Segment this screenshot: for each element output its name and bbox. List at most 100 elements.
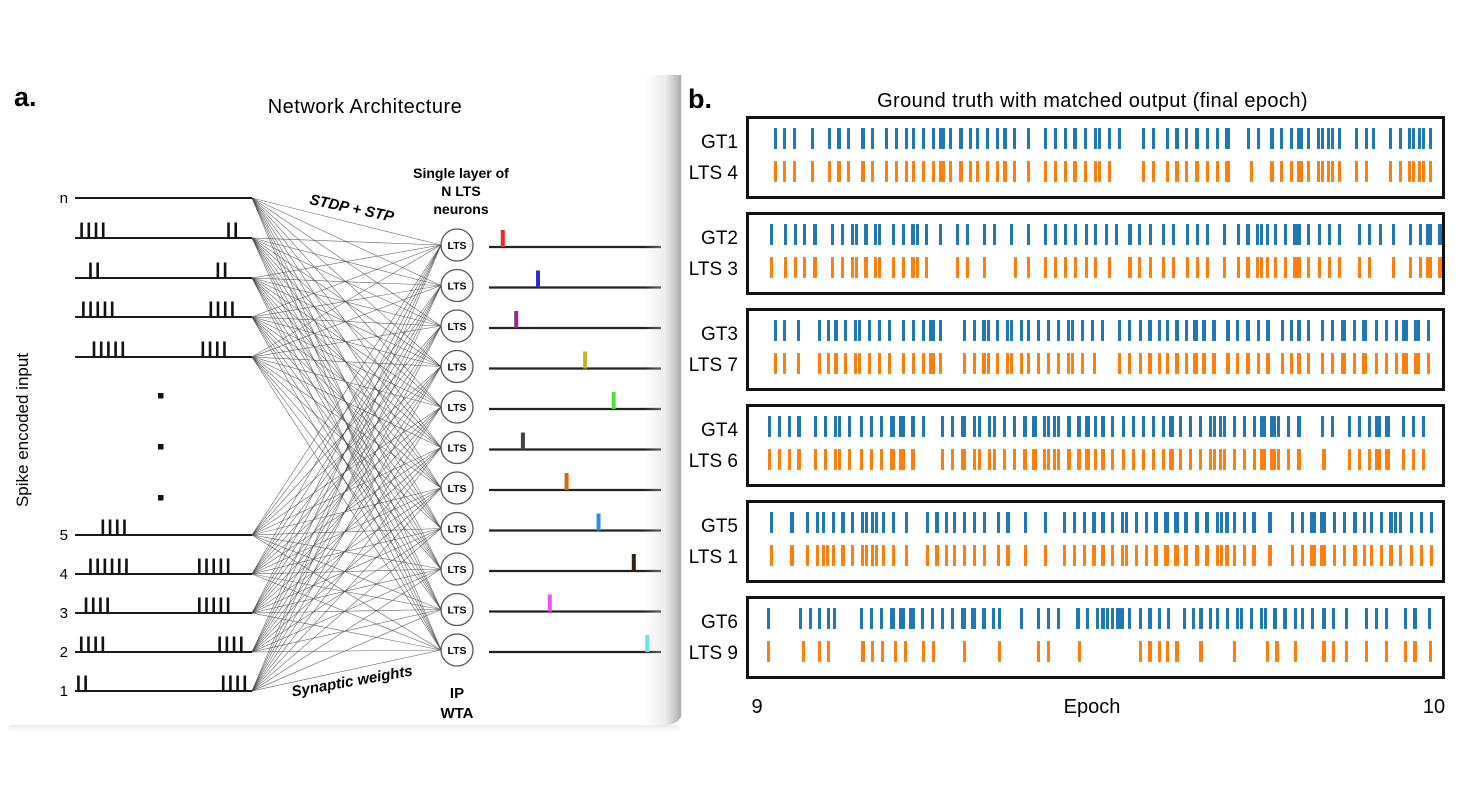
lts-spike	[1013, 161, 1017, 182]
mesh-line	[251, 277, 442, 651]
gt-spike	[972, 608, 976, 629]
mesh-line	[251, 244, 442, 653]
gt-spike	[1043, 416, 1047, 437]
lts-neuron	[440, 552, 474, 586]
lts-spike	[797, 449, 801, 470]
lts-spike	[1243, 449, 1247, 470]
gt-spike	[1412, 416, 1416, 437]
lts-spike	[1233, 545, 1237, 566]
gt-spike	[1343, 512, 1347, 533]
gt-spike	[1185, 128, 1189, 149]
gt-spike	[911, 320, 915, 341]
gt-spike	[1215, 128, 1219, 149]
lts-spike	[1212, 449, 1217, 470]
lts-spike	[921, 161, 926, 182]
gt-spike	[1363, 320, 1367, 341]
gt-spike	[1252, 416, 1256, 437]
gt-spike	[1195, 224, 1199, 245]
gt-spike	[1141, 416, 1146, 437]
gt-spike	[995, 128, 1000, 149]
gt-spike	[1036, 320, 1040, 341]
mesh-line	[251, 487, 442, 614]
lts-spike	[1256, 353, 1260, 374]
mesh-line	[251, 649, 442, 692]
gt-spike	[1417, 320, 1421, 341]
lts-neuron	[440, 592, 474, 627]
input-spike	[223, 341, 226, 357]
output-spike	[583, 351, 588, 369]
gt-spike	[1290, 128, 1294, 149]
gt-spike	[987, 416, 991, 437]
input-spike	[205, 597, 208, 613]
lts-spike	[1265, 641, 1269, 662]
gt-spike	[879, 608, 883, 629]
mesh-line	[251, 406, 442, 536]
lts-spike	[1023, 449, 1027, 470]
gt-spike	[1053, 416, 1057, 437]
gt-spike	[982, 512, 986, 533]
lts-spike	[1074, 161, 1078, 182]
lts-spike	[871, 161, 875, 182]
lts-spike	[1202, 353, 1206, 374]
lts-spike	[1286, 449, 1291, 470]
gt-spike	[1256, 224, 1260, 245]
lts-spike	[938, 353, 942, 374]
lts-spike	[1066, 353, 1071, 374]
gt-spike	[1283, 224, 1287, 245]
gt-spike	[1175, 512, 1179, 533]
gt-spike	[833, 608, 837, 629]
gt-spike	[817, 320, 821, 341]
gt-spike	[996, 512, 1000, 533]
gt-spike	[1074, 224, 1078, 245]
y-axis-label: Spike encoded input	[13, 353, 32, 507]
lts-spike	[1121, 545, 1125, 566]
gt-spike	[1182, 608, 1186, 629]
gt-spike	[1003, 128, 1007, 149]
lts-spike	[1071, 353, 1075, 374]
lts-spike	[1222, 449, 1226, 470]
lts-spike	[1037, 641, 1041, 662]
lts-spike	[879, 449, 883, 470]
gt-spike	[1158, 320, 1162, 341]
lts-spike	[1196, 161, 1200, 182]
mesh-line	[251, 277, 442, 570]
gt-spike	[1202, 320, 1206, 341]
gt-spike	[1006, 320, 1010, 341]
gt-spike	[1322, 512, 1326, 533]
lts-spike	[902, 353, 906, 374]
gt-spike	[1262, 416, 1266, 437]
gt-spike	[878, 224, 882, 245]
lts-spike	[787, 449, 791, 470]
lts-spike	[1047, 449, 1051, 470]
gt-spike	[1012, 416, 1016, 437]
gt-spike	[810, 128, 814, 149]
lts-spike	[874, 257, 878, 278]
gt-spike	[1084, 128, 1088, 149]
gt-spike	[915, 224, 919, 245]
mesh-line	[251, 568, 442, 575]
mesh-line	[251, 325, 442, 358]
lts-spike	[1297, 449, 1301, 470]
lts-spike	[1275, 641, 1279, 662]
lts-spike	[768, 449, 772, 470]
gt-spike	[1385, 608, 1389, 629]
mesh-line	[251, 356, 442, 489]
mesh-line	[251, 568, 442, 614]
lts-spike	[1013, 257, 1017, 278]
gt-spike	[1307, 224, 1311, 245]
gt-spike	[977, 416, 981, 437]
lts-spike	[1338, 257, 1342, 278]
gt-spike	[1260, 224, 1264, 245]
gt-spike	[881, 512, 885, 533]
gt-spike	[1418, 128, 1422, 149]
gt-spike	[1121, 416, 1125, 437]
gt-spike	[1399, 512, 1403, 533]
gt-spike	[1148, 224, 1152, 245]
input-spike	[223, 262, 227, 278]
x-axis-label: Epoch	[1063, 696, 1121, 718]
lts-spike	[1438, 257, 1442, 278]
lts-spike	[969, 161, 973, 182]
lts-spike	[1027, 257, 1031, 278]
lts-spike	[793, 161, 797, 182]
mesh-line	[251, 277, 442, 367]
